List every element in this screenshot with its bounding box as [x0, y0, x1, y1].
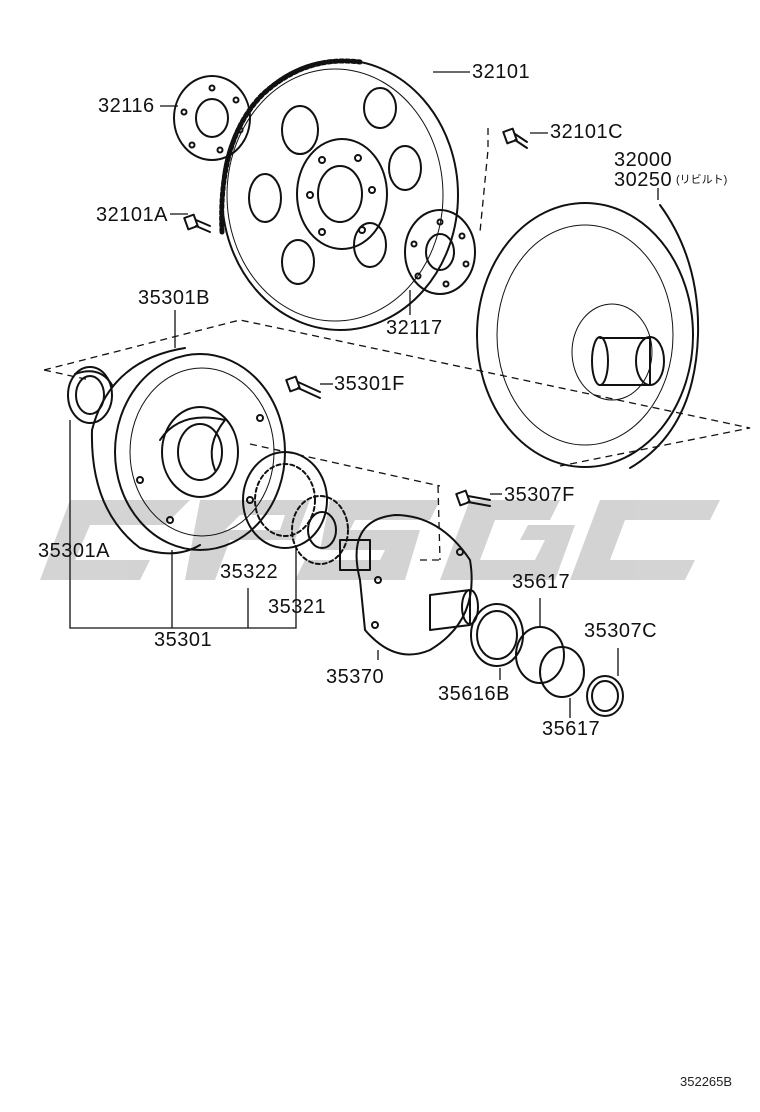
label-stator-shaft: 35370 [326, 666, 385, 688]
spacer-plate-rear [404, 209, 476, 295]
label-converter-reman-note: (リビルト) [676, 174, 728, 186]
oil-seal [67, 366, 113, 424]
label-ring-a: 35617 [512, 571, 571, 593]
label-bolt-front: 32101A [96, 204, 168, 226]
label-drive-gear: 35321 [268, 596, 327, 618]
bolt-32101a [183, 213, 211, 233]
bolt-32101c [502, 127, 528, 149]
torque-converter [476, 202, 700, 469]
stator-shaft [339, 514, 479, 656]
label-bolt-rear: 32101C [550, 121, 624, 143]
drive-gear [291, 495, 349, 565]
label-bolt-f: 35307F [504, 484, 575, 506]
label-driven-gear: 35322 [220, 561, 279, 583]
flywheel-drive-plate [219, 58, 459, 331]
label-plate-rear: 32117 [386, 317, 443, 339]
label-ring-b: 35617 [542, 718, 601, 740]
bolt-35301f [285, 375, 321, 399]
driven-gear [242, 451, 328, 549]
label-oil-seal: 35301A [38, 540, 110, 562]
o-ring [586, 675, 624, 717]
label-oring: 35307C [584, 620, 658, 642]
label-thrust-washer: 35616B [438, 683, 510, 705]
label-pump-assy: 35301 [154, 629, 213, 651]
label-converter-reman: 30250 [614, 169, 673, 191]
watermark-logo [40, 500, 720, 580]
leader-lines [69, 71, 659, 718]
bolt-35307f [455, 489, 491, 507]
label-flywheel: 32101 [472, 61, 531, 83]
seal-ring-b [539, 646, 585, 698]
label-pump-body: 35301B [138, 287, 210, 309]
spacer-plate-front [173, 75, 251, 161]
label-pump-bolt: 35301F [334, 373, 405, 395]
oil-pump-body [90, 347, 286, 555]
figure-number: 352265B [680, 1074, 733, 1089]
label-converter: 32000 [614, 149, 673, 171]
label-plate-front: 32116 [98, 95, 155, 117]
assembly-dashed-lines [43, 128, 751, 561]
